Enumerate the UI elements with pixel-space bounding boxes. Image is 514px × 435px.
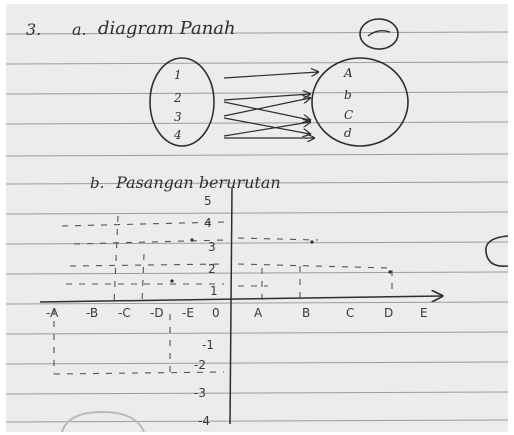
- x-tick-label: B: [302, 306, 311, 320]
- x-tick-label: A: [254, 306, 263, 320]
- domain-item: 3: [174, 110, 182, 124]
- x-tick-label: E: [420, 306, 428, 320]
- x-tick-label: -B: [86, 306, 99, 320]
- dashed-plot-guides: [53, 215, 393, 375]
- x-tick-label: -D: [150, 306, 164, 320]
- notebook-page: 3. a. diagram Panah 1 2 3 4 A b C d: [6, 4, 508, 432]
- codomain-item: d: [344, 126, 352, 140]
- part-b-title: Pasangan berurutan: [116, 173, 281, 192]
- y-tick-label: 1: [210, 284, 218, 298]
- domain-set-oval: [149, 57, 215, 147]
- faint-stamp-mark: [61, 410, 145, 432]
- x-tick-label: -C: [118, 306, 131, 320]
- domain-item: 1: [174, 68, 182, 82]
- y-tick-label: 2: [208, 262, 216, 276]
- part-a-label: a.: [72, 20, 87, 39]
- part-a-title: diagram Panah: [98, 18, 236, 39]
- x-tick-label: C: [346, 306, 355, 320]
- y-axis: [229, 187, 233, 425]
- plot-points: [170, 238, 392, 283]
- domain-item: 4: [174, 128, 182, 142]
- codomain-item: A: [344, 66, 353, 80]
- codomain-item: b: [344, 88, 352, 102]
- domain-item: 2: [174, 91, 182, 105]
- codomain-item: C: [344, 108, 354, 122]
- question-number: 3.: [26, 20, 42, 39]
- x-axis: [39, 296, 442, 303]
- y-tick-label: -4: [198, 414, 210, 428]
- y-tick-label: 4: [204, 216, 212, 230]
- part-b-label: b.: [90, 174, 105, 192]
- y-tick-label: 3: [208, 240, 216, 254]
- x-tick-label: D: [384, 306, 394, 320]
- ruled-lines: [6, 31, 508, 423]
- x-tick-label: -A: [46, 306, 59, 320]
- y-tick-label: -1: [202, 338, 214, 352]
- grade-circle-mark: [359, 18, 399, 50]
- x-tick-label: -E: [182, 306, 194, 320]
- grade-circle-mark-partial: [485, 235, 508, 268]
- y-tick-label: -3: [194, 386, 206, 400]
- coordinate-plane: [39, 187, 508, 425]
- x-tick-label: 0: [212, 306, 220, 320]
- arrow-diagram: [149, 57, 409, 147]
- y-tick-label: 5: [204, 194, 212, 208]
- y-tick-label: -2: [194, 358, 206, 372]
